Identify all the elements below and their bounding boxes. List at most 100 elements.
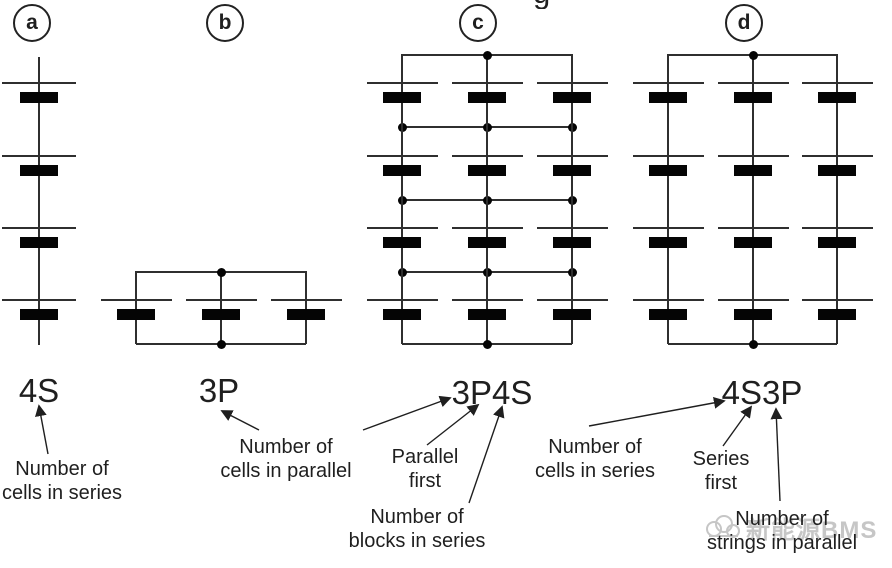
panel-c-junction-dot xyxy=(482,50,492,60)
panel-d-junction-dot xyxy=(748,339,758,349)
panel-d-battery-cell-positive-plate xyxy=(717,155,789,157)
panel-b-junction-dot xyxy=(216,267,226,277)
annotation-line: first xyxy=(704,472,738,494)
panel-d-battery-cell-positive-plate xyxy=(801,299,873,301)
panel-b-wire xyxy=(220,271,222,344)
panel-d-battery-cell-negative-plate xyxy=(649,165,687,176)
panel-a-battery-cell-positive-plate xyxy=(2,155,76,157)
panel-c-battery-cell-positive-plate xyxy=(451,155,523,157)
panel-b-battery-cell-positive-plate xyxy=(100,299,172,301)
config-label-3p4s: 3P4S xyxy=(451,374,533,411)
annotation-arrow xyxy=(35,404,49,455)
panel-c-battery-cell-negative-plate xyxy=(553,92,591,103)
panel-c-battery-cell-positive-plate xyxy=(451,299,523,301)
annotation-series-first: Series first xyxy=(693,447,750,495)
panel-d-battery-cell-negative-plate xyxy=(818,165,856,176)
panel-d-battery-cell-negative-plate xyxy=(734,237,772,248)
panel-c-battery-cell-negative-plate xyxy=(468,237,506,248)
panel-b-junction-dot xyxy=(216,339,226,349)
annotation-line: cells in parallel xyxy=(220,460,352,482)
annotation-line: Number of xyxy=(548,436,642,458)
panel-a-battery-cell-positive-plate xyxy=(2,227,76,229)
panel-c-battery-cell-negative-plate xyxy=(383,309,421,320)
panel-c-battery-cell-positive-plate xyxy=(366,299,438,301)
panel-a-battery-cell-negative-plate xyxy=(20,237,58,248)
panel-d-battery-cell-positive-plate xyxy=(632,155,704,157)
annotation-arrow xyxy=(722,405,753,447)
cropped-title-fragment: g xyxy=(531,0,561,9)
panel-b-battery-cell-negative-plate xyxy=(117,309,155,320)
panel-a-battery-cell-positive-plate xyxy=(2,82,76,84)
panel-d-junction-dot xyxy=(748,50,758,60)
annotation-strings-in-parallel: Number of strings in parallel xyxy=(707,507,857,555)
annotation-arrow xyxy=(362,395,452,431)
watermark: 新能源BMS xyxy=(703,510,877,545)
panel-c-battery-cell-positive-plate xyxy=(451,82,523,84)
panel-d-battery-cell-positive-plate xyxy=(717,82,789,84)
panel-c-wire xyxy=(571,54,573,344)
panel-c-battery-cell-negative-plate xyxy=(383,165,421,176)
panel-b-wire xyxy=(135,271,137,344)
annotation-cells-in-series-a: Number of cells in series xyxy=(2,457,122,505)
panel-c-battery-cell-positive-plate xyxy=(451,227,523,229)
panel-d-battery-cell-positive-plate xyxy=(632,227,704,229)
panel-badge-d: d xyxy=(725,4,763,42)
panel-a-battery-cell-negative-plate xyxy=(20,165,58,176)
panel-badge-c: c xyxy=(459,4,497,42)
config-label-3p: 3P xyxy=(198,372,240,409)
panel-c-wire xyxy=(486,54,488,344)
panel-d-battery-cell-positive-plate xyxy=(717,227,789,229)
panel-b-battery-cell-negative-plate xyxy=(202,309,240,320)
panel-c-battery-cell-positive-plate xyxy=(366,155,438,157)
panel-c-battery-cell-negative-plate xyxy=(383,237,421,248)
panel-d-battery-cell-negative-plate xyxy=(734,309,772,320)
annotation-line: cells in series xyxy=(534,460,656,482)
panel-d-battery-cell-positive-plate xyxy=(801,155,873,157)
panel-c-battery-cell-negative-plate xyxy=(553,165,591,176)
panel-c-battery-cell-positive-plate xyxy=(536,82,608,84)
panel-d-battery-cell-positive-plate xyxy=(717,299,789,301)
panel-c-battery-cell-positive-plate xyxy=(366,227,438,229)
panel-d-battery-cell-negative-plate xyxy=(734,92,772,103)
panel-c-battery-cell-negative-plate xyxy=(468,165,506,176)
annotation-arrow xyxy=(468,405,505,504)
panel-d-wire xyxy=(752,54,754,344)
panel-d-battery-cell-positive-plate xyxy=(801,82,873,84)
panel-c-battery-cell-negative-plate xyxy=(553,237,591,248)
panel-c-battery-cell-negative-plate xyxy=(383,92,421,103)
panel-c-battery-cell-positive-plate xyxy=(536,155,608,157)
panel-b-battery-cell-negative-plate xyxy=(287,309,325,320)
panel-a-battery-cell-positive-plate xyxy=(2,299,76,301)
panel-d-battery-cell-positive-plate xyxy=(632,82,704,84)
panel-d-wire xyxy=(667,54,669,344)
annotation-line: blocks in series xyxy=(348,530,486,552)
annotation-line: cells in series xyxy=(1,482,123,504)
annotation-arrow xyxy=(770,407,783,502)
panel-d-battery-cell-negative-plate xyxy=(818,237,856,248)
cloud-logo-icon xyxy=(706,514,740,538)
panel-d-battery-cell-positive-plate xyxy=(801,227,873,229)
panel-badge-b: b xyxy=(206,4,244,42)
panel-badge-a: a xyxy=(13,4,51,42)
annotation-line: Parallel xyxy=(391,446,459,468)
panel-c-battery-cell-positive-plate xyxy=(366,82,438,84)
annotation-blocks-in-series: Number of blocks in series xyxy=(349,505,486,553)
annotation-cells-in-series-d: Number of cells in series xyxy=(535,435,655,483)
annotation-line: Number of xyxy=(15,458,109,480)
annotation-line: Number of xyxy=(370,506,464,528)
annotation-line: Number of xyxy=(239,436,333,458)
annotation-line: first xyxy=(408,470,442,492)
panel-b-wire xyxy=(305,271,307,344)
panel-d-battery-cell-positive-plate xyxy=(632,299,704,301)
panel-d-battery-cell-negative-plate xyxy=(649,92,687,103)
watermark-text: 新能源BMS xyxy=(746,517,878,544)
panel-a-battery-cell-negative-plate xyxy=(20,309,58,320)
panel-d-battery-cell-negative-plate xyxy=(649,309,687,320)
annotation-arrow xyxy=(220,410,260,431)
panel-a-battery-cell-negative-plate xyxy=(20,92,58,103)
panel-c-battery-cell-positive-plate xyxy=(536,299,608,301)
annotation-cells-in-parallel-b: Number of cells in parallel xyxy=(220,435,351,483)
panel-c-junction-dot xyxy=(482,339,492,349)
panel-c-wire xyxy=(401,54,403,344)
